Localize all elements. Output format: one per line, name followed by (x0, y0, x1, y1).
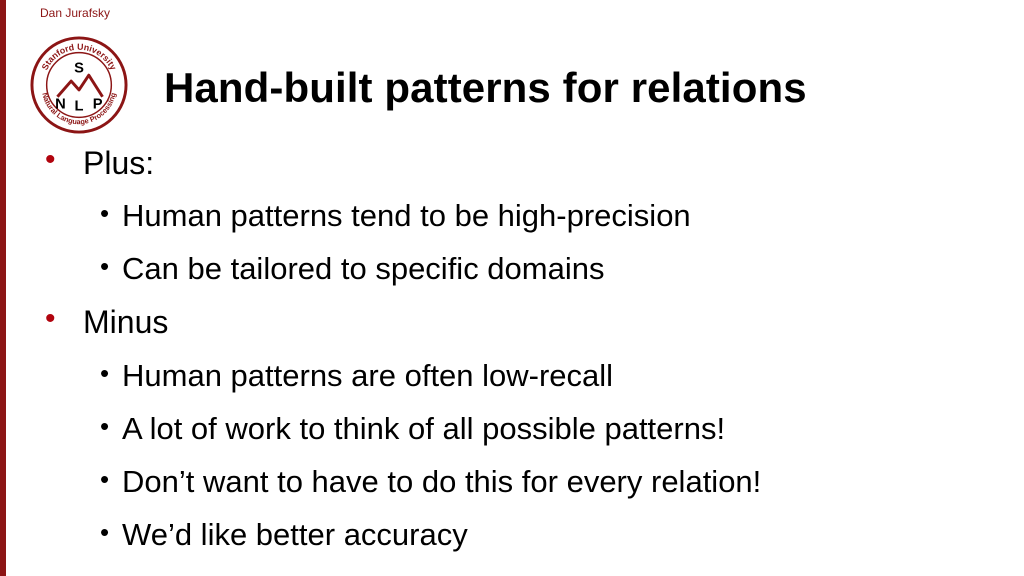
sub-bullet-item: • A lot of work to think of all possible… (100, 411, 726, 447)
sub-bullet-text: Can be tailored to specific domains (122, 251, 605, 286)
sub-bullet-item: • Human patterns are often low-recall (100, 358, 614, 394)
bullet-marker: • (45, 302, 56, 335)
sub-bullet-item: • Can be tailored to specific domains (100, 251, 605, 287)
logo-letter-n: N (55, 97, 66, 113)
stanford-nlp-logo: Stanford University Natural Language Pro… (30, 36, 128, 134)
logo-letter-l: L (75, 98, 84, 114)
sub-bullet-item: • Human patterns tend to be high-precisi… (100, 198, 691, 234)
sub-bullet-item: • Don’t want to have to do this for ever… (100, 464, 762, 500)
sub-bullet-text: A lot of work to think of all possible p… (122, 411, 726, 446)
sub-bullet-item: • We’d like better accuracy (100, 517, 468, 553)
sub-bullet-marker: • (100, 198, 110, 228)
logo-letter-s: S (74, 60, 84, 76)
left-accent-bar (0, 0, 6, 576)
sub-bullet-marker: • (100, 411, 110, 441)
sub-bullet-text: We’d like better accuracy (122, 517, 468, 552)
sub-bullet-text: Don’t want to have to do this for every … (122, 464, 762, 499)
logo-letter-p: P (93, 97, 103, 113)
sub-bullet-marker: • (100, 517, 110, 547)
bullet-plus: • Plus: (45, 143, 155, 182)
sub-bullet-marker: • (100, 464, 110, 494)
sub-bullet-marker: • (100, 251, 110, 281)
sub-bullet-text: Human patterns tend to be high-precision (122, 198, 691, 233)
slide-title: Hand-built patterns for relations (164, 64, 807, 111)
bullet-minus: • Minus (45, 302, 169, 341)
author-label: Dan Jurafsky (40, 6, 111, 20)
bullet-marker: • (45, 143, 56, 176)
bullet-minus-label: Minus (83, 304, 169, 340)
sub-bullet-text: Human patterns are often low-recall (122, 358, 614, 393)
sub-bullet-marker: • (100, 358, 110, 388)
bullet-plus-label: Plus: (83, 145, 155, 181)
